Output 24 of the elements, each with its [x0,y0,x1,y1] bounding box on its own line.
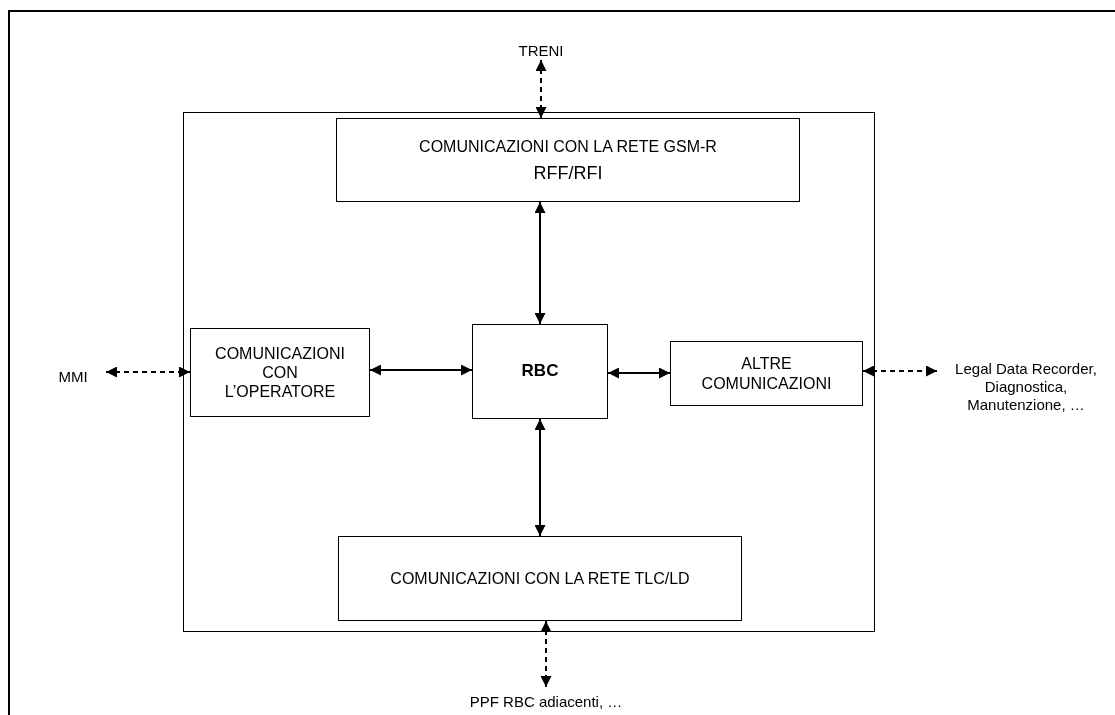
box-text: COMUNICAZIONI CON LA RETE TLC/LD [389,568,691,589]
box-text: COMUNICAZIONI CON LA RETE GSM-R [418,136,718,156]
process-box [472,324,608,419]
process-box [336,118,800,202]
arrow [534,418,546,537]
box-text: RBC [520,361,560,382]
process-box [190,328,370,417]
arrow [105,366,191,378]
process-box [338,536,742,621]
box-text: ALTRE COMUNICAZIONI [700,354,833,393]
arrow [534,201,546,325]
label-text: PPF RBC adiacenti, … [440,687,652,711]
arrow [862,365,938,377]
box-text: COMUNICAZIONI CON L’OPERATORE [214,343,346,402]
label-text: MMI [40,358,106,386]
container-box [183,112,875,632]
arrow [369,364,473,376]
process-box [670,341,863,406]
label-text: Legal Data Recorder, Diagnostica, Manutenzione, … [937,348,1115,414]
box-text: RFF/RFI [532,163,604,184]
arrow [540,620,552,688]
label-text: TRENI [505,30,577,60]
arrow [535,59,547,119]
arrow [607,367,671,379]
